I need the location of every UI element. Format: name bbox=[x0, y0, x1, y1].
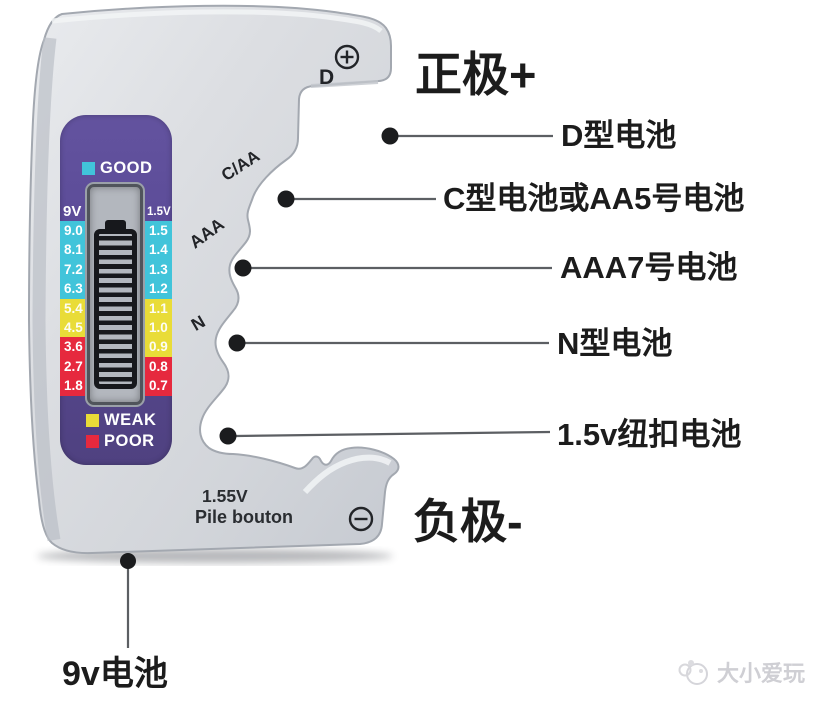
button-cell-clip-highlight bbox=[302, 454, 392, 495]
battery-icon-nub bbox=[105, 220, 126, 230]
callout-leaders bbox=[126, 134, 553, 648]
meter-cell: 1.8 bbox=[60, 376, 87, 396]
positive-pole-annotation: 正极+ bbox=[415, 48, 537, 101]
callout-label-n-battery: N型电池 bbox=[557, 326, 673, 361]
meter-cell: 1.3 bbox=[145, 259, 172, 280]
good-legend: GOOD bbox=[82, 159, 152, 178]
button-cell-voltage: 1.55V bbox=[202, 486, 248, 506]
meter-cell: 2.7 bbox=[60, 356, 87, 377]
meter-cell: 1.5 bbox=[145, 221, 172, 241]
poor-color-swatch bbox=[86, 435, 99, 448]
meter-cell: 5.4 bbox=[60, 298, 87, 318]
weak-color-swatch bbox=[86, 414, 99, 427]
callout-dot-9v bbox=[120, 553, 136, 569]
poor-legend: POOR bbox=[86, 432, 155, 451]
callout-label-aaa-battery: AAA7号电池 bbox=[560, 250, 738, 285]
meter-cell: 7.2 bbox=[60, 259, 87, 280]
meter-cell: 1.2 bbox=[145, 279, 172, 299]
meter-column-header: 9V bbox=[63, 203, 82, 220]
good-label: GOOD bbox=[100, 159, 153, 177]
d-step-ledge bbox=[310, 80, 379, 88]
battery-icon bbox=[94, 229, 137, 389]
callout-dot-aaa bbox=[234, 259, 252, 277]
meter-cell: 3.6 bbox=[60, 337, 87, 357]
button-cell-name: Pile bouton bbox=[195, 507, 293, 527]
callout-label-9v-battery: 9v电池 bbox=[62, 655, 168, 693]
meter-cell: 1.4 bbox=[145, 240, 172, 260]
weak-label: WEAK bbox=[104, 411, 157, 429]
meter-cell: 8.1 bbox=[60, 240, 87, 260]
callout-dot-d bbox=[381, 127, 399, 145]
meter-cell: 0.8 bbox=[145, 356, 172, 377]
callout-dots bbox=[120, 127, 399, 569]
callout-dot-c-aa bbox=[277, 190, 295, 208]
lcd-window bbox=[87, 184, 143, 405]
slot-label-d: D bbox=[319, 66, 335, 89]
negative-pole-annotation: 负极- bbox=[413, 495, 523, 548]
callout-dot-button bbox=[219, 427, 237, 445]
watermark-text: 大小爱玩 bbox=[717, 661, 806, 686]
good-color-swatch bbox=[82, 162, 95, 175]
watermark: 大小爱玩 bbox=[676, 656, 805, 688]
poor-label: POOR bbox=[104, 432, 155, 450]
device-top-highlight bbox=[51, 9, 383, 33]
meter-cell: 0.7 bbox=[145, 376, 172, 396]
meter-cell: 0.9 bbox=[145, 337, 172, 357]
meter-column-header: 1.5V bbox=[147, 206, 171, 218]
callout-label-d-battery: D型电池 bbox=[561, 118, 677, 153]
watermark-logo-icon bbox=[678, 660, 708, 685]
weak-legend: WEAK bbox=[86, 411, 156, 430]
callout-line-button bbox=[235, 430, 551, 438]
meter-cell: 4.5 bbox=[60, 317, 87, 338]
callout-label-c-aa-battery: C型电池或AA5号电池 bbox=[443, 181, 745, 216]
callout-dot-n bbox=[228, 334, 246, 352]
meter-cell: 1.0 bbox=[145, 317, 172, 338]
meter-cell: 6.3 bbox=[60, 279, 87, 299]
device-left-shading bbox=[32, 37, 61, 542]
minus-terminal-icon bbox=[348, 506, 374, 532]
battery-icon-bars bbox=[99, 236, 132, 382]
callout-label-button-battery: 1.5v纽扣电池 bbox=[557, 417, 742, 452]
plus-terminal-icon bbox=[334, 44, 360, 70]
meter-cell: 9.0 bbox=[60, 221, 87, 241]
meter-cell: 1.1 bbox=[145, 298, 172, 318]
